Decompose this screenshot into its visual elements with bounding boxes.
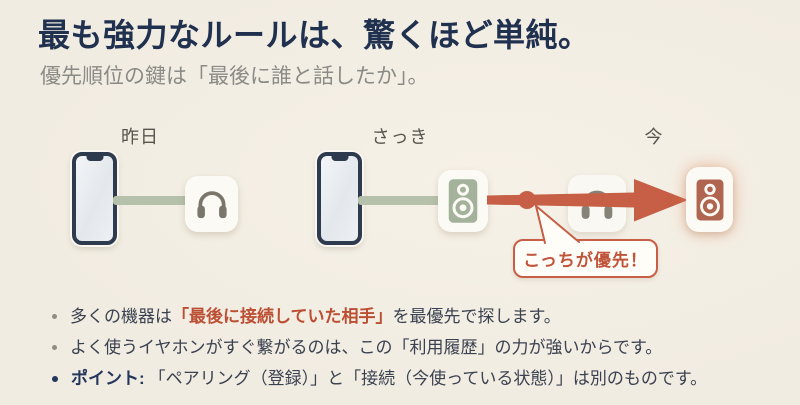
connection-line [358,196,442,205]
stage-label-now: 今 [644,127,664,147]
headphones-icon [196,191,227,219]
priority-callout: こっちが優先！ [513,239,658,278]
bullet-icon [52,345,57,350]
speaker-icon [696,178,723,221]
speaker-icon [448,179,478,223]
page-subtitle: 優先順位の鍵は「最後に誰と話したか」。 [40,65,429,88]
connection-dot [518,191,536,209]
note-label: ポイント: [71,369,145,388]
headphones-card-faded [568,175,626,232]
speaker-card-priority [686,167,733,232]
note-text-plain: 多くの機器は [70,307,172,326]
phone-notch [86,155,103,161]
connection-line [113,196,189,205]
headphones-icon [581,190,613,219]
list-item: よく使うイヤホンがすぐ繋がるのは、この「利用履歴」の力が強いからです。 [52,335,792,360]
stage-label-yesterday: 昨日 [121,127,159,147]
notes-list: 多くの機器は「最後に接続していた相手」を最優先で探します。 よく使うイヤホンがす… [52,304,792,391]
bullet-icon [52,314,57,319]
note-text-plain: 「ペアリング（登録）」と「接続（今使っている状態）」は別のものです。 [148,369,708,388]
speaker-card-green [438,170,488,232]
bullet-icon [52,376,58,382]
stage-label-earlier: さっき [371,127,429,147]
priority-callout-label: こっちが優先！ [523,251,648,270]
page-title: 最も強力なルールは、驚くほど単純。 [38,17,591,53]
note-text: ポイント:「ペアリング（登録）」と「接続（今使っている状態）」は別のものです。 [71,366,707,391]
note-text-highlight: 「最後に接続していた相手」 [172,307,393,326]
note-text-plain: を最優先で探します。 [392,307,561,326]
phone-icon [72,152,117,245]
phone-notch [331,155,348,161]
headphones-card [185,176,238,232]
note-text: 多くの機器は「最後に接続していた相手」を最優先で探します。 [70,304,561,329]
list-item: ポイント:「ペアリング（登録）」と「接続（今使っている状態）」は別のものです。 [52,366,792,391]
list-item: 多くの機器は「最後に接続していた相手」を最優先で探します。 [52,304,792,329]
note-text: よく使うイヤホンがすぐ繋がるのは、この「利用履歴」の力が強いからです。 [70,338,663,357]
phone-icon [317,152,362,245]
